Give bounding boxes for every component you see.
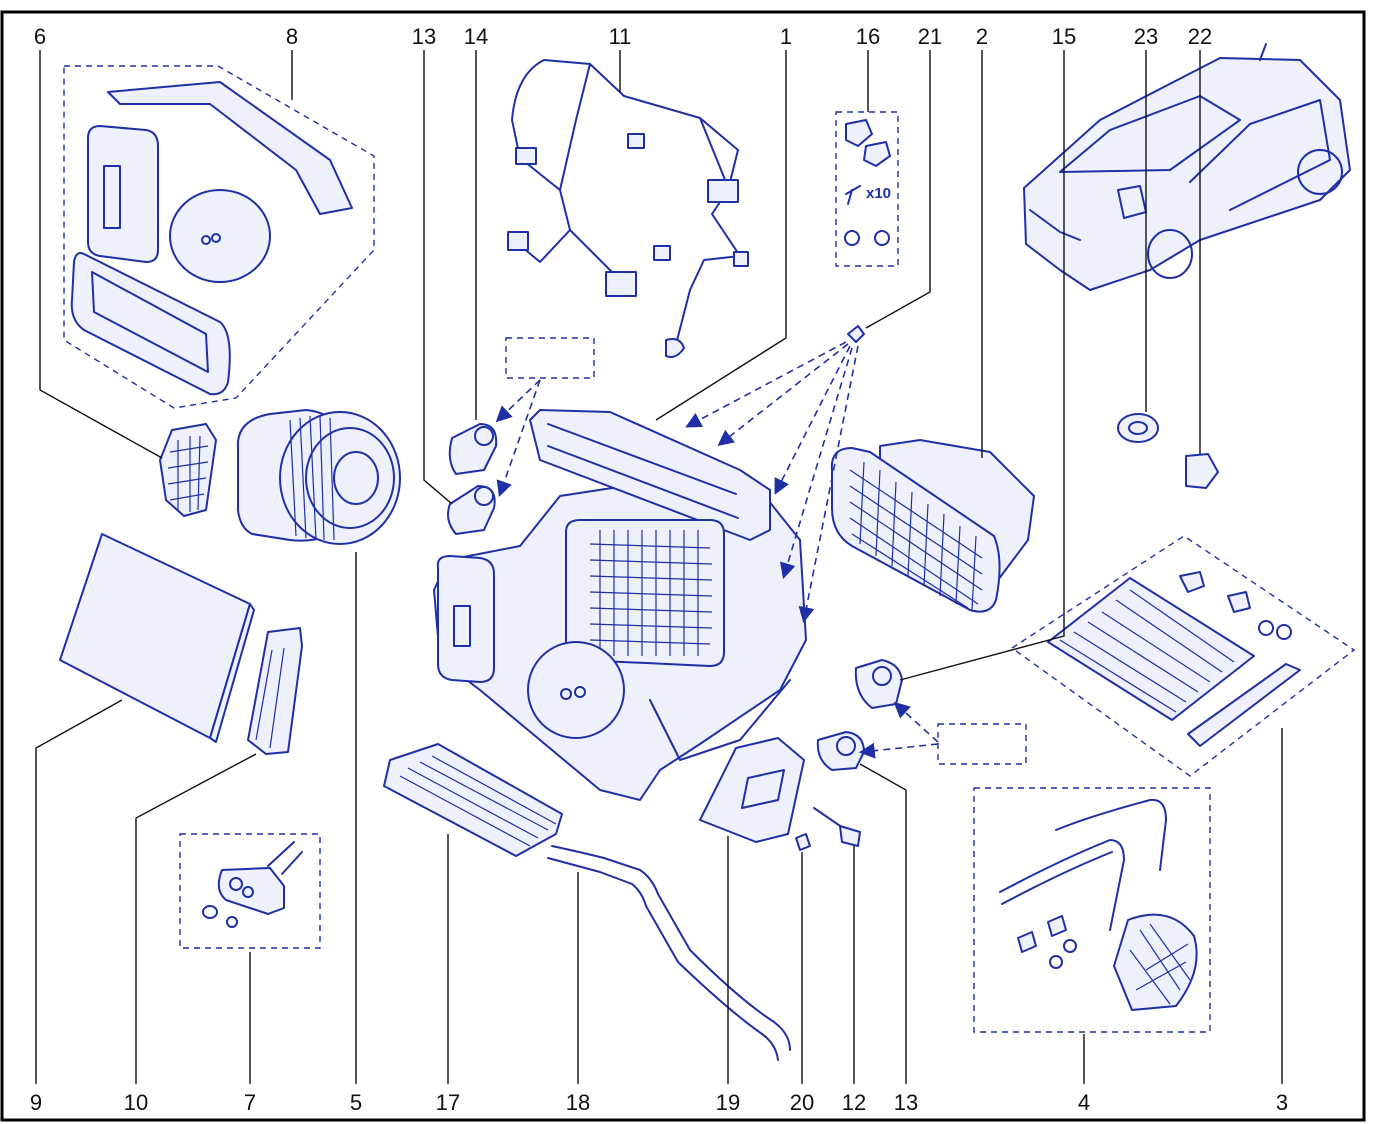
callout-6: 6: [34, 24, 46, 49]
callout-9: 9: [30, 1090, 42, 1115]
part-1-hvac-housing: [433, 409, 807, 801]
callout-21: 21: [918, 24, 942, 49]
assembly-arrows: [495, 341, 939, 759]
part-16-clip-screw-kit: x10: [835, 111, 899, 267]
callouts-top: 6 8 13 14 11 1 16 21 2 15 23 22: [34, 24, 1212, 49]
part-4-pipe-kit: [973, 787, 1211, 1033]
part-23-grommet: [1117, 413, 1159, 443]
callout-15: 15: [1052, 24, 1076, 49]
callouts-bottom: 9 10 7 5 17 18 19 20 12 13 4 3: [30, 1090, 1288, 1115]
callout-1: 1: [780, 24, 792, 49]
leader-lines: [35, 50, 1283, 1084]
part-17-heater-core: [383, 743, 563, 857]
callout-10: 10: [124, 1090, 148, 1115]
part-12-sensor: [813, 807, 861, 847]
part-3-evaporator-kit: [1010, 535, 1356, 777]
part-20-screw: [795, 833, 811, 851]
part-22-sensor-unit: [1185, 453, 1219, 489]
part-21-screw: [847, 325, 865, 343]
callout-23: 23: [1134, 24, 1158, 49]
diagram-frame: [0, 10, 1366, 1122]
actuator-placeholder-box-left: [505, 337, 595, 379]
part-7-expansion-valve-kit: [179, 833, 321, 949]
callout-14: 14: [464, 24, 488, 49]
callout-18: 18: [566, 1090, 590, 1115]
callout-5: 5: [350, 1090, 362, 1115]
callout-4: 4: [1078, 1090, 1090, 1115]
part-11-wiring-harness: [507, 59, 749, 358]
callout-16: 16: [856, 24, 880, 49]
callout-3: 3: [1276, 1090, 1288, 1115]
actuator-placeholder-box-right: [937, 723, 1027, 765]
part-2-inlet-unit: [830, 439, 1035, 613]
callout-8: 8: [286, 24, 298, 49]
callout-13-bottom: 13: [894, 1090, 918, 1115]
callout-11: 11: [609, 24, 632, 49]
callout-20: 20: [790, 1090, 814, 1115]
vehicle-illustration: [1023, 43, 1351, 291]
part-13-actuator-right: [816, 731, 865, 771]
callout-19: 19: [716, 1090, 740, 1115]
part-13-actuator-left: [447, 485, 496, 535]
part-14-actuator: [448, 423, 498, 475]
callout-17: 17: [436, 1090, 460, 1115]
callout-2: 2: [976, 24, 988, 49]
screw-quantity-label: x10: [866, 185, 891, 202]
part-10-filter-cover: [247, 627, 303, 755]
part-5-blower-motor: [236, 409, 401, 545]
part-19-control-module: [699, 737, 805, 843]
part-6-blower-resistor: [159, 423, 217, 517]
callout-22: 22: [1188, 24, 1212, 49]
callout-7: 7: [244, 1090, 256, 1115]
part-15-actuator: [854, 659, 903, 709]
callout-12: 12: [842, 1090, 866, 1115]
part-9-cabin-filter: [59, 533, 255, 743]
callout-13-top: 13: [412, 24, 436, 49]
part-18-pipe: [547, 845, 791, 1061]
part-8-seal-kit: [63, 65, 375, 409]
